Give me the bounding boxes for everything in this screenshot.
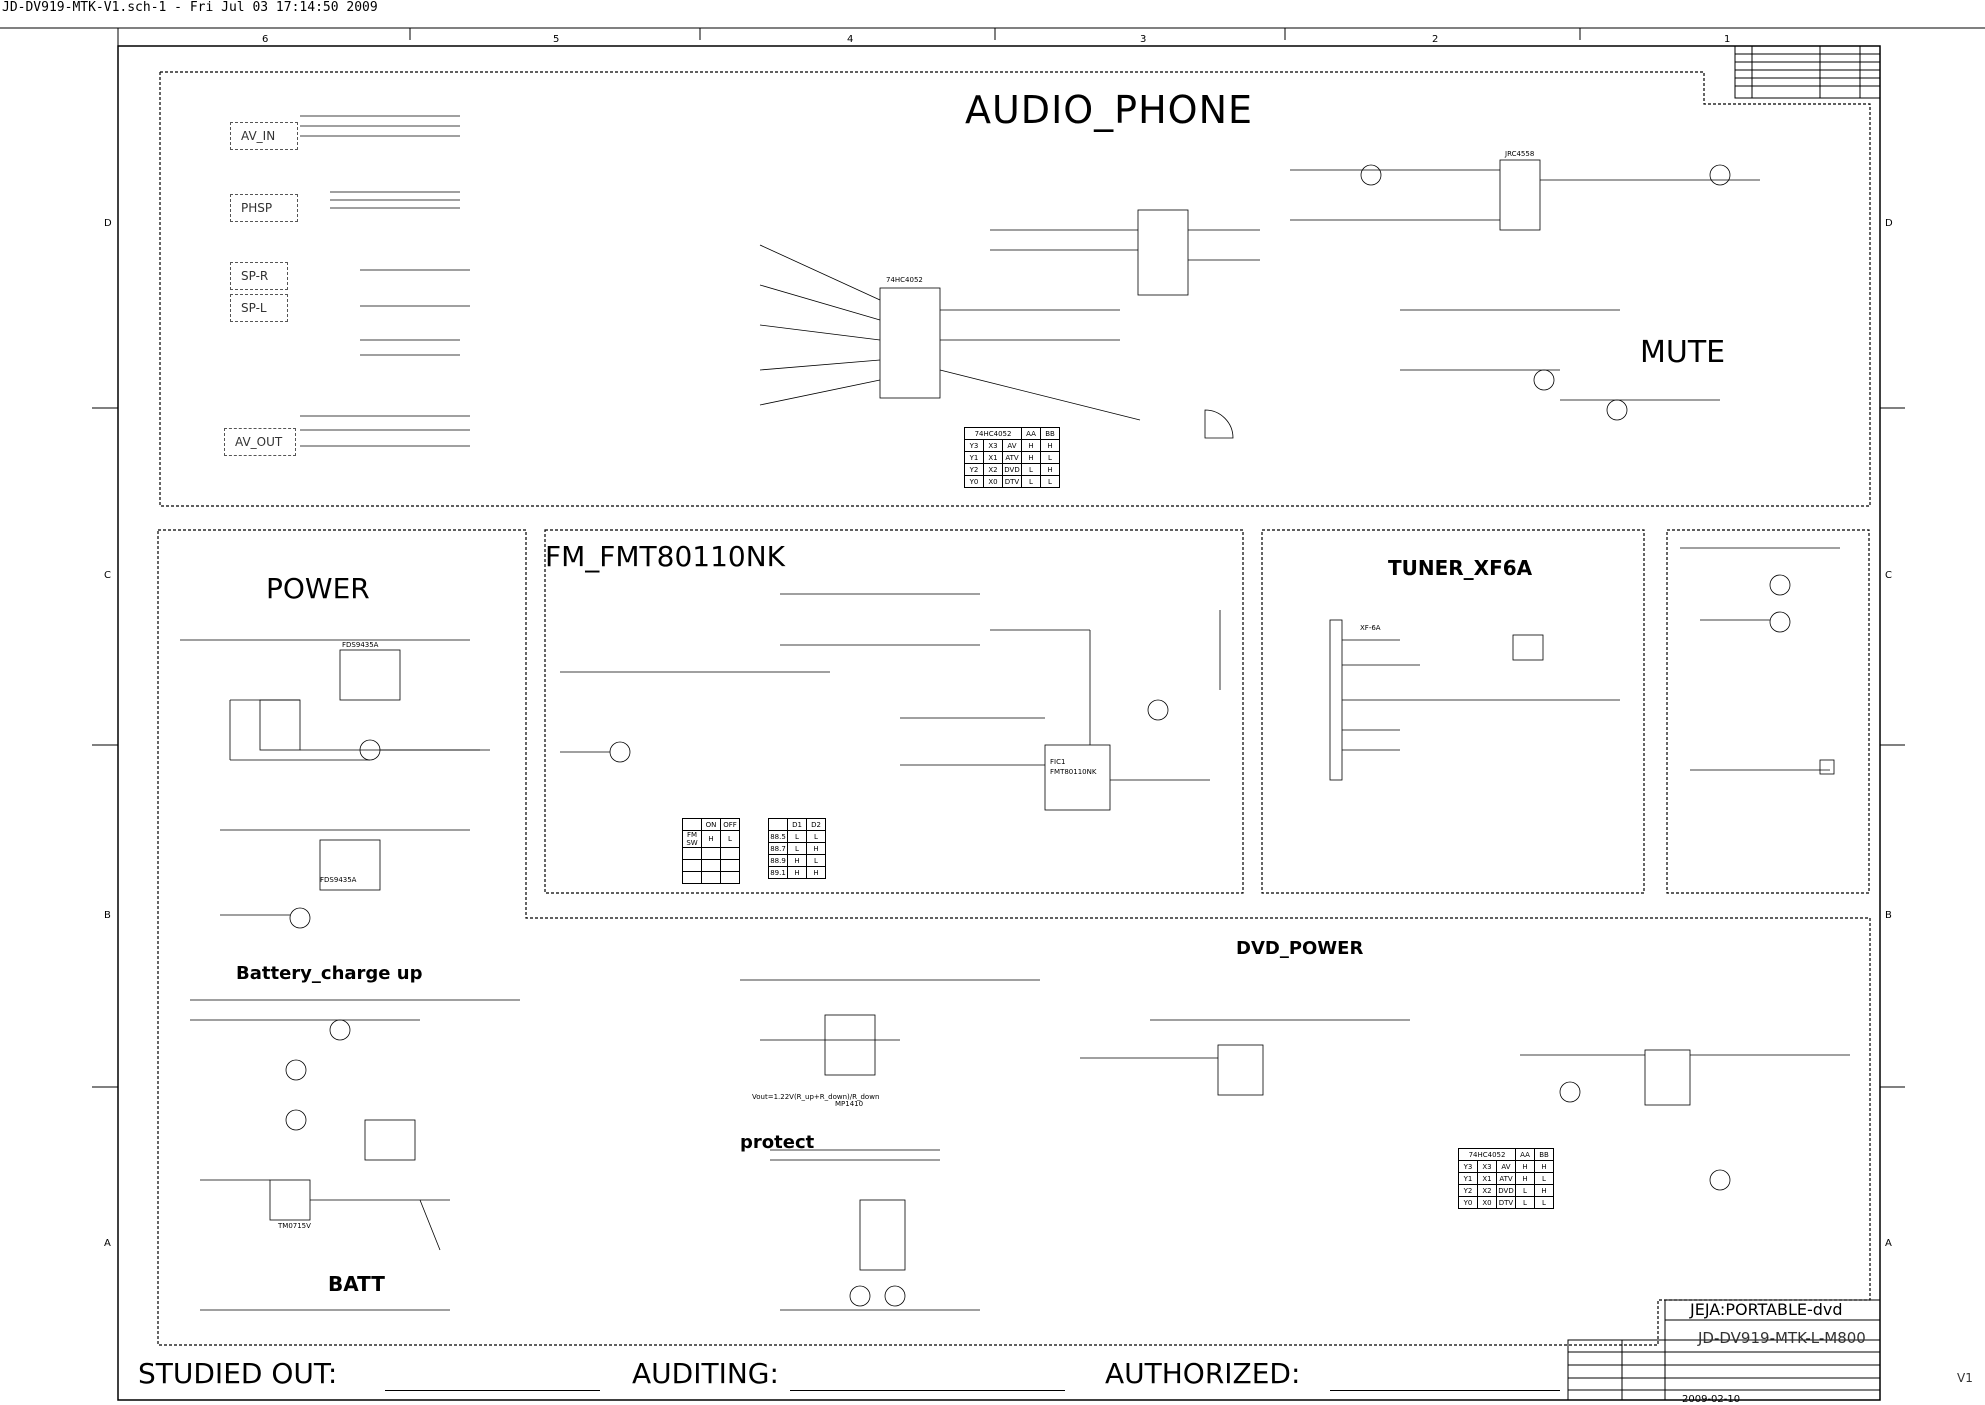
audio-mux-ic-label: 74HC4052 <box>886 276 923 284</box>
power-mosfet-label: FDS9435A <box>342 641 379 649</box>
section-title-fm: FM_FMT80110NK <box>545 540 786 573</box>
section-title-protect: protect <box>740 1132 815 1153</box>
authorized-label: AUTHORIZED: <box>1105 1357 1301 1390</box>
opamp-ic-label: JRC4558 <box>1505 150 1535 158</box>
row-b-left: B <box>104 910 111 921</box>
section-title-audio-phone: AUDIO_PHONE <box>965 88 1254 132</box>
power-mosfet-label-2: FDS9435A <box>320 876 357 884</box>
truth-table-header: 74HC4052 <box>964 427 1022 440</box>
section-title-tuner: TUNER_XF6A <box>1388 556 1533 580</box>
row-d-left: D <box>104 218 112 229</box>
row-b-right: B <box>1885 910 1892 921</box>
section-title-batt: BATT <box>328 1272 385 1296</box>
truth-table-header: AA <box>1021 427 1041 440</box>
column-5: 5 <box>553 34 560 45</box>
title-block-file: JD-DV919-MTK-L-M800 <box>1698 1329 1866 1347</box>
fm-ic-ref: FIC1 <box>1050 758 1066 766</box>
column-3: 3 <box>1140 34 1147 45</box>
studied-out-label: STUDIED OUT: <box>138 1357 338 1390</box>
column-6: 6 <box>262 34 269 45</box>
tuner-label: XF-6A <box>1360 624 1381 632</box>
block-sp-l: SP-L <box>230 294 288 322</box>
column-1: 1 <box>1724 34 1731 45</box>
auditing-line <box>790 1390 1065 1391</box>
fm-ic-label: FMT80110NK <box>1050 768 1097 776</box>
row-c-right: C <box>1885 570 1892 581</box>
title-block-date: 2009-02-10 <box>1682 1394 1741 1405</box>
row-d-right: D <box>1885 218 1893 229</box>
block-sp-r: SP-R <box>230 262 288 290</box>
title-block-company: JEJA:PORTABLE-dvd <box>1690 1300 1843 1319</box>
section-title-battery-charge: Battery_charge up <box>236 963 423 984</box>
row-a-left: A <box>104 1238 111 1249</box>
title-block-revision: V1 <box>1957 1371 1973 1385</box>
vout-formula: Vout=1.22V(R_up+R_down)/R_down <box>752 1093 880 1101</box>
row-c-left: C <box>104 570 111 581</box>
dvd-regulator-label: MP1410 <box>835 1100 864 1108</box>
section-title-dvd-power: DVD_POWER <box>1236 938 1364 959</box>
truth-table-header: BB <box>1040 427 1060 440</box>
section-title-power: POWER <box>266 572 370 605</box>
column-4: 4 <box>847 34 854 45</box>
auditing-label: AUDITING: <box>632 1357 779 1390</box>
file-header: JD-DV919-MTK-V1.sch-1 - Fri Jul 03 17:14… <box>2 0 378 15</box>
block-phsp: PHSP <box>230 194 298 222</box>
row-a-right: A <box>1885 1238 1892 1249</box>
batt-ic-label: TM0715V <box>278 1222 311 1230</box>
block-av-in: AV_IN <box>230 122 298 150</box>
section-title-mute: MUTE <box>1640 335 1726 370</box>
column-2: 2 <box>1432 34 1439 45</box>
studied-out-line <box>385 1390 600 1391</box>
authorized-line <box>1330 1390 1560 1391</box>
block-av-out: AV_OUT <box>224 428 296 456</box>
